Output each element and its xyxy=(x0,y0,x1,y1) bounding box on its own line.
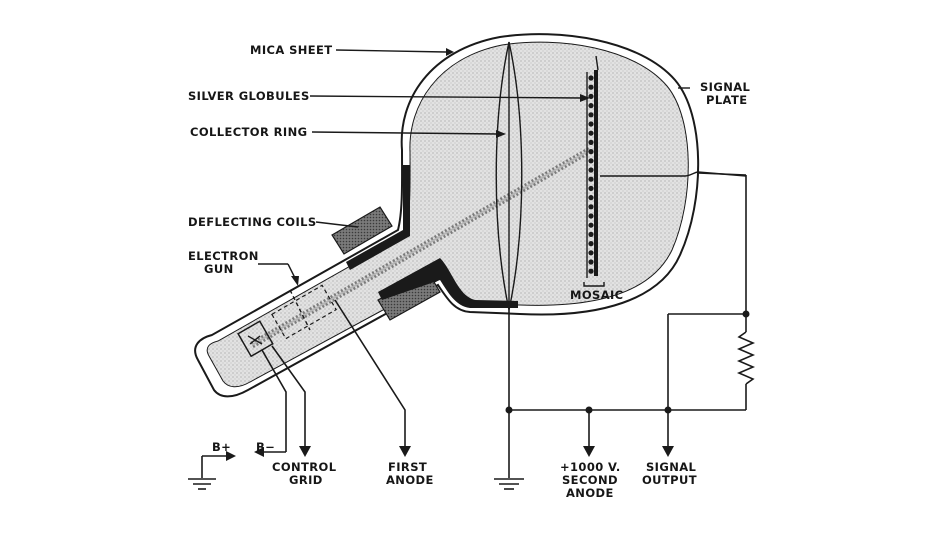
ground-symbol-battery xyxy=(188,451,236,490)
silver-globule xyxy=(588,130,594,136)
electron-gun xyxy=(237,284,337,358)
silver-globules xyxy=(588,75,594,274)
label-signal-plate-line2: PLATE xyxy=(706,93,747,107)
label-collector-ring: COLLECTOR RING xyxy=(190,125,307,139)
load-resistor xyxy=(736,331,756,385)
silver-globule xyxy=(588,268,594,274)
output-circuit xyxy=(505,172,756,478)
silver-globule xyxy=(588,176,594,182)
label-b-minus: B− xyxy=(256,440,275,454)
label-mosaic: MOSAIC xyxy=(570,288,624,302)
silver-globule xyxy=(588,121,594,127)
label-signal-output-line1: SIGNAL xyxy=(646,460,697,474)
ground-symbol-collector xyxy=(494,478,524,490)
silver-globule xyxy=(588,158,594,164)
label-leaders xyxy=(258,48,599,286)
silver-globule xyxy=(588,259,594,265)
collector-coating-upper xyxy=(346,165,410,270)
label-second-anode-line2: SECOND xyxy=(562,473,618,487)
gun-leads xyxy=(254,299,411,457)
label-mica-sheet: MICA SHEET xyxy=(250,43,333,57)
electron-beam xyxy=(250,146,592,349)
mosaic-plate xyxy=(586,70,598,278)
deflecting-coil-upper xyxy=(331,206,393,255)
label-deflecting-coils: DEFLECTING COILS xyxy=(188,215,317,229)
label-second-anode-line1: +1000 V. xyxy=(560,460,621,474)
silver-globule xyxy=(588,195,594,201)
label-first-anode-line1: FIRST xyxy=(388,460,427,474)
label-control-grid-line2: GRID xyxy=(289,473,323,487)
silver-globule xyxy=(588,213,594,219)
mosaic-bracket xyxy=(583,282,605,287)
label-signal-output-line2: OUTPUT xyxy=(642,473,697,487)
silver-globule xyxy=(588,250,594,256)
label-electron-gun-line2: GUN xyxy=(204,262,234,276)
collector-coating-lower xyxy=(378,258,518,308)
label-electron-gun-line1: ELECTRON xyxy=(188,249,259,263)
label-control-grid-line1: CONTROL xyxy=(272,460,337,474)
silver-globule xyxy=(588,204,594,210)
label-silver-globules: SILVER GLOBULES xyxy=(188,89,310,103)
silver-globule xyxy=(588,241,594,247)
label-signal-plate-line1: SIGNAL xyxy=(700,80,751,94)
silver-globule xyxy=(588,112,594,118)
silver-globule xyxy=(588,139,594,145)
label-b-plus: B+ xyxy=(212,440,231,454)
signal-plate-lead xyxy=(600,171,747,177)
silver-globule xyxy=(588,84,594,90)
silver-globule xyxy=(588,185,594,191)
silver-globule xyxy=(588,93,594,99)
silver-globule xyxy=(588,222,594,228)
label-second-anode-line3: ANODE xyxy=(566,486,614,500)
silver-globule xyxy=(588,103,594,109)
silver-globule xyxy=(588,75,594,81)
silver-globule xyxy=(588,231,594,237)
silver-globule xyxy=(588,167,594,173)
label-first-anode-line2: ANODE xyxy=(386,473,434,487)
silver-globule xyxy=(588,149,594,155)
